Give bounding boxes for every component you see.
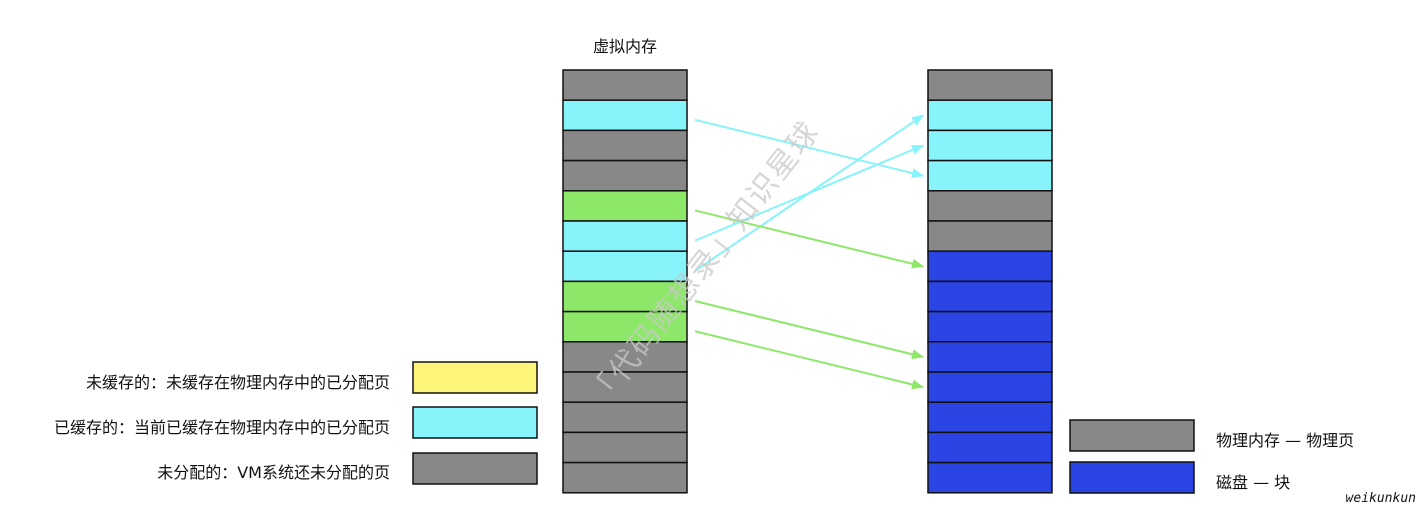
virtual-page-cached [562, 99, 688, 132]
legend-swatches [412, 361, 1195, 494]
virtual-memory-column [562, 69, 688, 494]
physical-page-physical [927, 190, 1053, 222]
virtual-page-disk [562, 310, 688, 343]
physical-page-cached [927, 159, 1053, 192]
virtual-page-unallocated [562, 129, 688, 162]
disk-mapping-arrow [694, 209, 924, 269]
author-credit: weikunkun [1345, 491, 1416, 506]
physical-page-cached [927, 99, 1053, 132]
legend-disk-block-label: 磁盘 — 块 [1216, 473, 1291, 492]
virtual-page-disk [562, 190, 688, 222]
legend-swatch-disk_block [1069, 461, 1195, 494]
legend-unallocated-label: 未分配的：VM系统还未分配的页 [157, 463, 390, 482]
physical-page-physical [927, 69, 1053, 101]
page-mapping-arrows [694, 114, 924, 390]
legend-swatch-unallocated [412, 452, 538, 485]
legend-swatch-physical_page [1069, 419, 1195, 452]
virtual-page-cached [562, 220, 688, 252]
virtual-memory-title: 虚拟内存 [592, 37, 657, 56]
legend-swatch-uncached [412, 361, 538, 394]
physical-page-block [927, 341, 1053, 373]
virtual-page-cached [562, 250, 688, 283]
virtual-page-unallocated [562, 159, 688, 192]
physical-page-block [927, 431, 1053, 464]
physical-memory-column [927, 69, 1053, 494]
legend-physical-page-label: 物理内存 — 物理页 [1216, 431, 1355, 450]
legend-swatch-cached [412, 406, 538, 439]
disk-mapping-arrow [694, 330, 924, 390]
virtual-page-unallocated [562, 69, 688, 101]
physical-page-block [927, 371, 1053, 403]
physical-page-block [927, 310, 1053, 343]
physical-page-block [927, 280, 1053, 313]
cached-mapping-arrow [694, 118, 924, 178]
physical-page-cached [927, 129, 1053, 162]
cached-mapping-arrow [694, 114, 924, 272]
virtual-page-unallocated [562, 371, 688, 403]
legend-uncached-label: 未缓存的：未缓存在物理内存中的已分配页 [85, 373, 390, 392]
virtual-page-unallocated [562, 431, 688, 464]
physical-page-block [927, 401, 1053, 434]
physical-page-block [927, 461, 1053, 494]
virtual-page-disk [562, 280, 688, 313]
physical-page-block [927, 250, 1053, 283]
disk-mapping-arrow [694, 300, 924, 360]
legend-cached-label: 已缓存的：当前已缓存在物理内存中的已分配页 [53, 418, 390, 437]
physical-page-physical [927, 220, 1053, 252]
virtual-page-unallocated [562, 461, 688, 494]
